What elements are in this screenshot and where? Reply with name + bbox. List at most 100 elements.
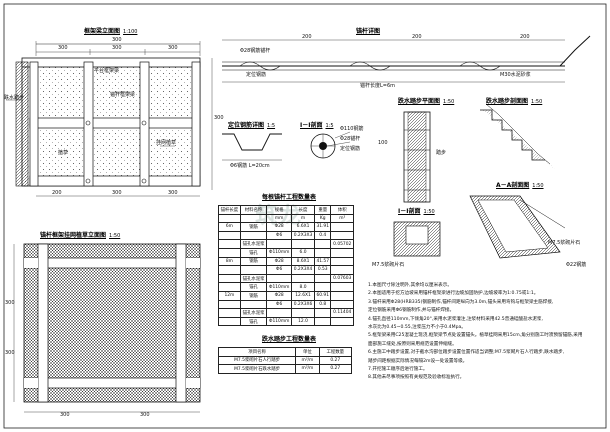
table-cell — [313, 273, 332, 284]
table-units-row: mm m Kg m³ — [218, 213, 354, 224]
mesh-dim-4: 300 — [5, 350, 15, 356]
table-header-row: 锚杆长度 材料名称 规格 长度 重量 体积 — [218, 205, 354, 215]
anchor-table-title: 每根锚杆工程数量表 — [262, 194, 317, 201]
table-cell — [330, 265, 354, 275]
table-cell — [291, 273, 315, 284]
table-cell: 0.8 — [313, 299, 332, 310]
table-header: 锚杆长度 — [218, 205, 241, 215]
table-unit: m — [291, 213, 315, 224]
table-cell — [218, 265, 241, 275]
frame-sub-dim-1: 300 — [58, 45, 68, 51]
table-header: 项目名称 — [217, 347, 297, 357]
table-cell: 12.0 — [291, 316, 315, 327]
note-line: 水灰比为0.45~0.55,注浆压力不小于0.4Mpa。 — [368, 325, 466, 331]
table-cell: 0.11404 — [330, 308, 354, 318]
table-cell: 0.2X3X3 — [291, 230, 315, 241]
frame-sub-dim-2: 300 — [112, 45, 122, 51]
table-cell — [239, 265, 268, 275]
note-line: 2.本图适用于挖方边坡采用锚杆框架梁进行边坡加固防护,边坡坡率为1:0.75或1… — [368, 291, 539, 297]
table-cell: Φ110mm — [266, 282, 293, 292]
table-cell: Φ28 — [266, 290, 293, 301]
table-cell — [330, 299, 354, 310]
table-header: 长度 — [291, 205, 315, 215]
drain-quantity-table: 项目名称 单位 工程数量 M7.5浆砌片石人行踏步 m³/m 0.27 M7.5… — [217, 347, 353, 374]
table-cell: 0.53 — [313, 265, 332, 275]
table-cell: 0.27 — [318, 364, 353, 374]
table-cell: Φ28 — [266, 222, 293, 232]
anchor-detail-title: 锚杆详图 — [356, 28, 381, 35]
section-11-d1: Φ110钢筋 — [340, 126, 364, 132]
table-cell — [330, 282, 354, 292]
table-cell: 锚孔 — [239, 282, 268, 292]
frame-cell-a: 植草 — [58, 150, 69, 156]
table-cell — [313, 282, 332, 292]
table-cell: 钢筋 — [239, 222, 268, 232]
note-line: 7.开挖施工顺序后进行施工。 — [368, 367, 428, 373]
note-line: 踏步间距根据实际情况每隔2m设一处设置等级。 — [368, 358, 468, 364]
table-header: 重量 — [313, 205, 332, 215]
frame-cell-b: 挂网植草 — [156, 140, 177, 146]
table-cell — [313, 308, 332, 318]
mesh-dim-2: 300 — [140, 412, 150, 418]
mesh-dim-1: 300 — [60, 412, 70, 418]
table-cell: 0.05702 — [330, 239, 354, 249]
frame-top-dim: 300 — [112, 37, 122, 43]
table-row: M7.5浆砌片石人行踏步 m³/m 0.27 — [217, 355, 353, 366]
table-unit: mm — [266, 213, 293, 224]
table-cell: 8m — [218, 256, 241, 267]
frame-bottom-dim-2: 300 — [112, 190, 122, 196]
drain-section-drawing — [480, 103, 556, 170]
table-cell — [330, 247, 354, 258]
table-cell: 41.57 — [313, 256, 332, 267]
table-cell — [313, 316, 332, 327]
table-cell: Φ110mm — [266, 316, 293, 327]
table-header: 工程数量 — [318, 347, 353, 357]
table-cell — [218, 230, 241, 241]
table-cell — [218, 308, 241, 318]
mesh-dim-3: 300 — [5, 300, 15, 306]
frame-anchor-label: 锚杆框架梁 — [110, 92, 136, 98]
table-cell: Φ6 — [266, 299, 293, 310]
table-cell: 0.2X3X6 — [291, 299, 315, 310]
table-cell: 钢筋 — [239, 290, 268, 301]
rebar-dim-label: Φ6钢筋 L=20cm — [230, 163, 270, 169]
table-cell: 12m — [218, 290, 241, 301]
section-11b-label: M7.5浆砌片石 — [372, 262, 405, 268]
table-cell — [218, 239, 241, 249]
note-line: 5.框架梁采用C25混凝土现浇,框架梁节点处设置锚头。植草挂网采用15cm,角分… — [368, 333, 583, 339]
frame-left-label: 跌水踏步 — [4, 95, 25, 101]
frame-sub-dim-3: 300 — [168, 45, 178, 51]
anchor-detail-drawing — [222, 35, 591, 83]
table-unit: Kg — [313, 213, 332, 224]
table-cell — [218, 316, 241, 327]
anchor-steel-label: 定位钢筋 — [246, 72, 267, 78]
table-cell: Φ28 — [266, 256, 293, 267]
table-cell — [313, 247, 332, 258]
table-cell: 8.0 — [291, 282, 315, 292]
table-cell: 8.6X1 — [291, 256, 315, 267]
note-line: 面部施工缝处,按原则采用规范设置伸缩缝。 — [368, 341, 457, 347]
table-cell: 0.4 — [313, 230, 332, 241]
table-cell: M7.5浆砌片石跌水踏步 — [217, 364, 297, 374]
section-11-d3: 定位钢筋 — [340, 146, 361, 152]
section-aa-label-2: Φ22钢筋 — [566, 262, 587, 268]
table-cell: 锚孔 — [239, 316, 268, 327]
table-cell: 锚孔水泥浆 — [239, 273, 268, 284]
anchor-dim-2: 200 — [412, 34, 422, 40]
frame-top-beam-label: 平台框架梁 — [94, 68, 120, 74]
drain-table-title: 跌水踏步工程数量表 — [262, 336, 317, 343]
note-line: 1.本图尺寸除注明外,其余均以厘米表示。 — [368, 283, 452, 288]
